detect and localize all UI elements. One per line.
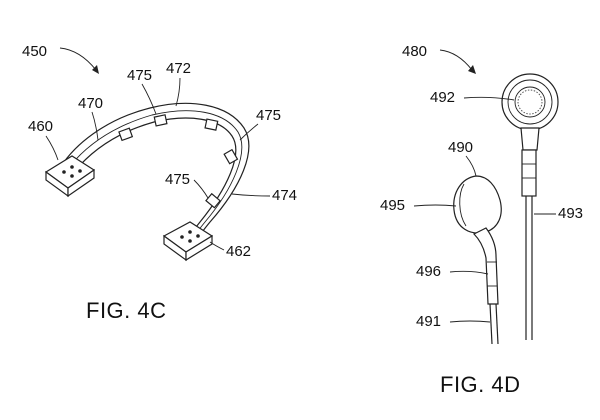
earbud-side-body xyxy=(454,176,501,233)
headband-inner-edge xyxy=(74,118,236,244)
ref-470-leader xyxy=(92,112,98,140)
ref-475-label-a: 475 xyxy=(127,67,152,84)
earbud-front xyxy=(502,74,558,340)
ref-462-leader xyxy=(210,242,224,250)
ref-462-label: 462 xyxy=(226,243,251,260)
ref-495-leader xyxy=(414,205,456,206)
ref-496-leader xyxy=(450,271,488,274)
earbud-front-stem xyxy=(522,150,536,196)
ref-470-label: 470 xyxy=(78,95,103,112)
ref-492-label: 492 xyxy=(430,89,455,106)
contact-dot xyxy=(70,165,74,169)
ref-460-leader xyxy=(46,136,58,160)
sensor-pad xyxy=(154,115,167,126)
contact-dot xyxy=(78,169,82,173)
ref-493-label: 493 xyxy=(558,205,583,222)
ref-472-leader xyxy=(176,78,180,106)
contact-dot xyxy=(62,170,66,174)
fig-4c-caption: FIG. 4C xyxy=(86,298,167,323)
earbud-side-stem xyxy=(474,228,498,304)
ref-490-label: 490 xyxy=(448,139,473,156)
contact-dot xyxy=(70,174,74,178)
sensor-pad xyxy=(119,128,132,140)
ref-474-leader xyxy=(232,194,270,196)
contact-dot xyxy=(180,235,184,239)
ref-491-label: 491 xyxy=(416,313,441,330)
ref-480-arrow xyxy=(440,50,472,70)
end-cap-460 xyxy=(46,156,94,196)
figure-4d: 480 492 490 xyxy=(380,43,583,397)
contact-dot xyxy=(188,239,192,243)
ref-450-label: 450 xyxy=(22,43,47,60)
ref-490-leader xyxy=(466,156,476,176)
ref-472-label: 472 xyxy=(166,60,191,77)
ref-475-label-b: 475 xyxy=(256,107,281,124)
sensor-pad xyxy=(205,119,218,130)
ref-474-label: 474 xyxy=(272,187,297,204)
ref-496-label: 496 xyxy=(416,263,441,280)
earbud-front-outer xyxy=(502,74,558,130)
figure-4c: 450 xyxy=(22,43,297,323)
earbud-front-neck xyxy=(521,128,539,150)
headband-center-line xyxy=(70,111,242,246)
ref-475-c-leader xyxy=(194,180,208,198)
ref-450-arrow xyxy=(60,48,96,70)
fig-4d-caption: FIG. 4D xyxy=(440,372,521,397)
ref-480-label: 480 xyxy=(402,43,427,60)
ref-475-label-c: 475 xyxy=(165,171,190,188)
cable-side-right xyxy=(496,304,498,344)
earbud-side xyxy=(454,176,501,344)
cable-side-left xyxy=(490,304,492,344)
ref-495-label: 495 xyxy=(380,197,405,214)
contact-dot xyxy=(188,230,192,234)
ref-460-label: 460 xyxy=(28,118,53,135)
ref-491-leader xyxy=(450,321,490,322)
contact-dot xyxy=(196,234,200,238)
